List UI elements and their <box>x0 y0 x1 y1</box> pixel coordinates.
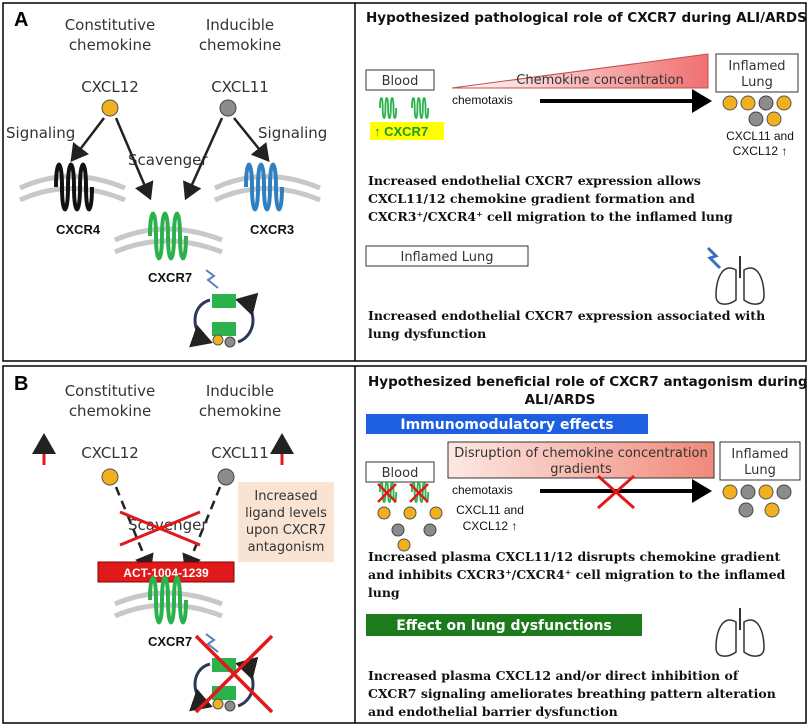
lungs-icon-a <box>706 246 765 305</box>
scavenger-label: Scavenger <box>128 151 208 169</box>
cxcl-legend-b-1: CXCL11 and <box>456 503 524 517</box>
panel-b-text1-line1: Increased plasma CXCL11/12 disrupts chem… <box>368 549 781 564</box>
arrow-cxcl12-cxcr4 <box>70 117 105 162</box>
inflamed-lung-label-a-2: Lung <box>741 75 773 90</box>
cxcl11-label-b: CXCL11 <box>211 444 269 462</box>
membrane-cxcr3 <box>213 174 321 203</box>
drug-label: ACT-1004-1239 <box>123 566 209 580</box>
cxcl12-ligand-b <box>101 468 119 486</box>
inflamed-lung-label-b-2: Lung <box>744 463 776 478</box>
cxcl-legend-b-2: CXCL12 ↑ <box>463 519 518 533</box>
inducible-label-b-2: chemokine <box>199 402 281 420</box>
signaling-left-label: Signaling <box>6 124 75 142</box>
chemotaxis-label-b: chemotaxis <box>452 483 513 497</box>
ligand-cluster-b-lung <box>722 484 792 518</box>
cxcr7-receptor-b <box>148 575 188 625</box>
panel-b-letter: B <box>14 373 28 395</box>
lungs-icon-b <box>715 608 765 657</box>
panel-a-text1-line1: Increased endothelial CXCR7 expression a… <box>368 173 701 188</box>
immuno-banner <box>366 414 648 434</box>
cxcl-legend-a-1: CXCL11 and <box>726 129 794 143</box>
disruption-box <box>447 441 715 479</box>
membrane-cxcr4 <box>18 174 126 203</box>
cxcl11-label: CXCL11 <box>211 78 269 96</box>
constitutive-label-2: chemokine <box>69 36 151 54</box>
cxcl-legend-a-2: CXCL12 ↑ <box>733 144 788 158</box>
recycling-cycle-icon <box>189 292 259 348</box>
ligand-cluster-a <box>722 95 792 127</box>
increased-ligand-box <box>238 482 334 562</box>
cxcl12-ligand <box>101 99 119 117</box>
cxcr7-receptor <box>148 211 188 261</box>
increased-ligand-4: antagonism <box>248 540 325 555</box>
panel-b-text1-line3: lung <box>368 585 400 600</box>
arrow-cxcl12-cxcr7 <box>114 117 154 201</box>
arrow-cxcl11-cxcr3 <box>233 117 270 162</box>
cxcr3-label: CXCR3 <box>250 222 294 237</box>
panel-b-text1-line2: and inhibits CXCR3⁺/CXCR4⁺ cell migratio… <box>368 567 786 582</box>
inflamed-lung-label-a-1: Inflamed <box>728 59 785 74</box>
panel-b-text2-line3: and endothelial barrier dysfunction <box>368 704 618 719</box>
inducible-label-1: Inducible <box>206 16 274 34</box>
blood-cells-b <box>377 480 430 504</box>
panel-a: A Constitutive chemokine Inducible chemo… <box>2 2 807 362</box>
cxcr7-label-b: CXCR7 <box>148 634 192 649</box>
inflamed-lung-label-b-1: Inflamed <box>731 447 788 462</box>
ligand-cluster-b-blood <box>377 506 443 552</box>
blood-box-b <box>365 461 435 483</box>
cxcr7-up-highlight <box>370 122 444 140</box>
blood-box <box>365 69 435 91</box>
increased-ligand-3: upon CXCR7 <box>246 523 326 538</box>
effect-banner <box>366 614 642 636</box>
constitutive-label-b-2: chemokine <box>69 402 151 420</box>
cxcr4-label: CXCR4 <box>56 222 101 237</box>
constitutive-label-1: Constitutive <box>65 16 156 34</box>
cxcr3-receptor <box>244 162 284 212</box>
blood-cells-a <box>379 96 430 120</box>
immuno-label: Immunomodulatory effects <box>400 417 613 433</box>
cxcr4-receptor <box>54 162 94 212</box>
panel-a-text2-line2: lung dysfunction <box>368 326 486 341</box>
panel-b-title-2: ALI/ARDS <box>525 392 596 408</box>
panel-a-text2-line1: Increased endothelial CXCR7 expression a… <box>368 308 765 323</box>
chemokine-gradient-triangle <box>451 53 709 89</box>
chemotaxis-cross <box>597 474 635 510</box>
panel-a-text1-line3: CXCR3⁺/CXCR4⁺ cell migration to the infl… <box>368 209 733 224</box>
panel-b-text2-line1: Increased plasma CXCL12 and/or direct in… <box>368 668 740 683</box>
inducible-label-b-1: Inducible <box>206 382 274 400</box>
cxcl12-label-b: CXCL12 <box>81 444 139 462</box>
scavenger-cross <box>119 510 201 547</box>
panel-b-title-1: Hypothesized beneficial role of CXCR7 an… <box>368 374 808 390</box>
internalization-icon <box>205 269 219 289</box>
increased-ligand-1: Increased <box>254 489 317 504</box>
chemokine-gradient-label: Chemokine concentration <box>516 73 683 88</box>
arrow-cxcl11-cxcr7 <box>183 117 224 201</box>
inducible-label-2: chemokine <box>199 36 281 54</box>
chemotaxis-label-a: chemotaxis <box>452 93 513 107</box>
inflamed-lung-box-a <box>715 53 799 93</box>
increased-ligand-2: ligand levels <box>245 506 327 521</box>
effect-label: Effect on lung dysfunctions <box>396 618 612 634</box>
disruption-label-1: Disruption of chemokine concentration <box>454 446 707 461</box>
cxcr7-up-label: ↑ CXCR7 <box>374 124 428 139</box>
cxcl12-label: CXCL12 <box>81 78 139 96</box>
panel-a-text1-line2: CXCL11/12 chemokine gradient formation a… <box>368 191 695 206</box>
cxcl11-ligand-b <box>217 468 235 486</box>
panel-b-text2-line2: CXCR7 signaling ameliorates breathing pa… <box>368 686 776 701</box>
blood-label: Blood <box>382 74 419 89</box>
panel-b: B Constitutive chemokine Inducible chemo… <box>2 365 808 724</box>
panel-a-letter: A <box>14 9 28 31</box>
panel-a-title: Hypothesized pathological role of CXCR7 … <box>366 10 807 26</box>
inflamed-lung-box-a2-label: Inflamed Lung <box>400 250 493 265</box>
signaling-right-label: Signaling <box>258 124 327 142</box>
inflamed-lung-box-a2 <box>365 245 529 267</box>
constitutive-label-b-1: Constitutive <box>65 382 156 400</box>
cxcl11-ligand <box>219 99 237 117</box>
internalization-cross <box>194 634 274 714</box>
cxcr7-label: CXCR7 <box>148 270 192 285</box>
inflamed-lung-box-b <box>719 441 801 481</box>
disruption-label-2: gradients <box>550 462 612 477</box>
internalization-icon-b <box>205 633 219 653</box>
blood-label-b: Blood <box>382 466 419 481</box>
